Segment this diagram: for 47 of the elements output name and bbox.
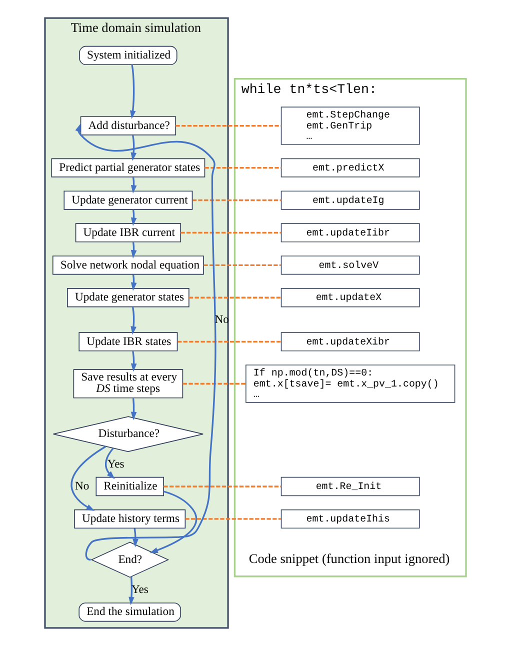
connector: [204, 264, 282, 266]
arrow: [150, 490, 198, 554]
node-box: emt.updateXibr: [280, 332, 420, 352]
node-box: If np.mod(tn,DS)==0: emt.x[tsave]= emt.x_pv_1.copy() …: [246, 364, 456, 403]
node-box: Update history terms: [74, 509, 186, 529]
node-box: emt.updateIg: [280, 190, 420, 210]
node-box: Save results at every DS time steps: [73, 369, 184, 398]
arrow: [128, 576, 134, 606]
node-box: Solve network nodal equation: [52, 256, 204, 275]
connector: [204, 166, 282, 169]
node-box: emt.predictX: [280, 158, 420, 178]
node-box: Add disturbance?: [80, 116, 176, 136]
arrow: [105, 448, 115, 480]
connector: [180, 232, 282, 234]
arrow: [130, 398, 137, 420]
node-diamond: Disturbance?: [52, 416, 204, 452]
connector: [188, 296, 281, 298]
edge-label: Yes: [107, 458, 124, 471]
node-box: Reinitialize: [96, 476, 164, 496]
node-box: Update generator current: [64, 190, 193, 210]
arrow: [130, 135, 137, 161]
node-box: emt.solveV: [280, 256, 420, 275]
node-box: End the simulation: [78, 602, 182, 622]
node-box: Update IBR states: [78, 332, 178, 352]
arrow: [132, 528, 138, 548]
node-box: System initialized: [79, 46, 178, 66]
arrow: [130, 64, 136, 119]
label: Code snippet (function input ignored): [248, 550, 450, 566]
node-box: emt.updateX: [280, 288, 420, 308]
arrow: [70, 446, 106, 511]
connector: [192, 199, 282, 202]
node-diamond: End?: [90, 542, 170, 578]
connector: [164, 486, 282, 488]
connector: [182, 382, 246, 385]
arrow: [130, 306, 136, 335]
node-box: Predict partial generator states: [51, 158, 206, 178]
node-box: emt.updateIhis: [280, 509, 420, 529]
node-box: emt.updateIibr: [280, 223, 420, 242]
arrow: [130, 350, 137, 372]
node-box: Update generator states: [67, 288, 190, 308]
connector: [176, 124, 282, 127]
node-box: emt.Re_Init: [280, 476, 420, 496]
node-box: emt.StepChange emt.GenTrip …: [280, 106, 420, 145]
node-box: Update IBR current: [75, 223, 182, 242]
connector: [177, 340, 282, 343]
edge-label: No: [74, 480, 90, 493]
connector: [185, 518, 281, 520]
